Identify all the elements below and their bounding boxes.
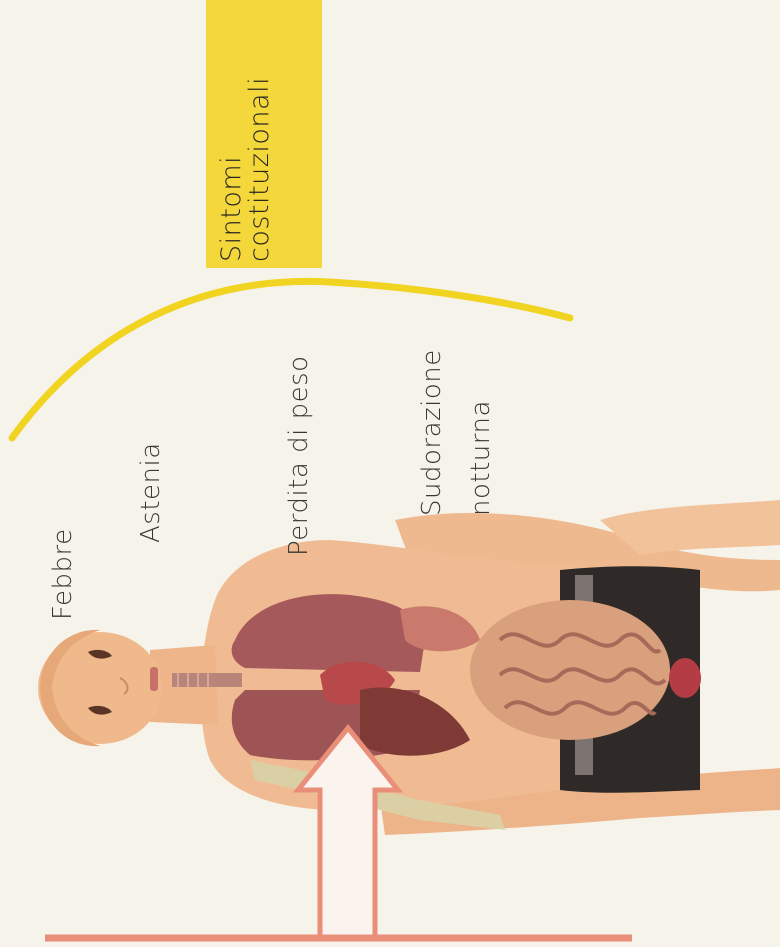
label-astenia-text: Astenia: [138, 442, 165, 543]
label-febbre: Febbre: [50, 528, 77, 620]
callout-title: Sintomi costituzionali: [218, 77, 275, 262]
label-astenia: Astenia: [138, 442, 165, 543]
human-body-figure: [38, 500, 780, 835]
mouth: [150, 667, 158, 691]
label-sudorazione-line1: Sudorazione: [408, 349, 457, 516]
label-sudorazione-line2: notturna: [457, 349, 506, 516]
label-perdita-peso-text: Perdita di peso: [286, 355, 313, 556]
label-perdita-peso: Perdita di peso: [286, 355, 313, 556]
label-sudorazione: Sudorazione notturna: [408, 349, 507, 516]
callout-line2: costituzionali: [246, 77, 274, 262]
callout-line1: Sintomi: [218, 77, 246, 262]
bladder: [669, 658, 701, 698]
label-febbre-text: Febbre: [50, 528, 77, 620]
